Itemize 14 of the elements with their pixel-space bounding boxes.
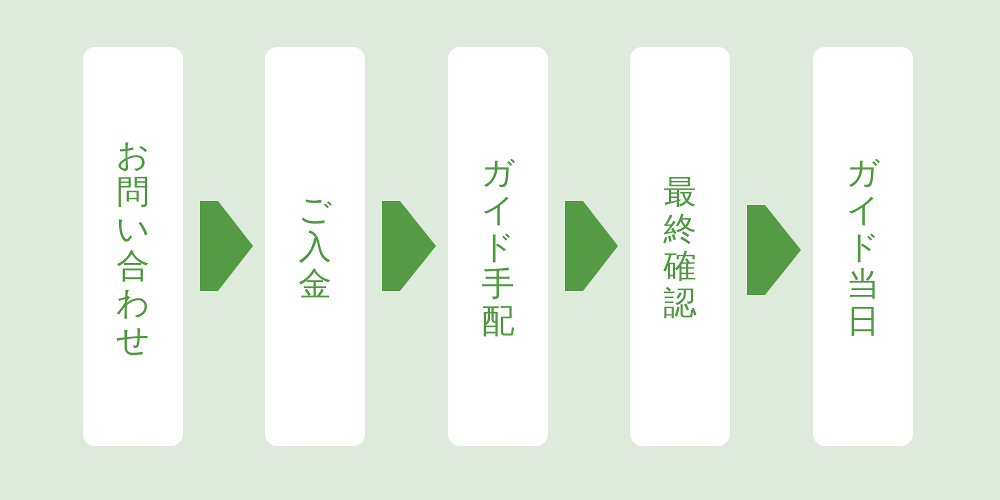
step-label: ガイド当日 — [845, 154, 881, 339]
step-box — [265, 47, 365, 446]
step-box — [83, 47, 183, 446]
arrow — [565, 201, 618, 291]
step-label: ご入金 — [297, 191, 333, 302]
step-box — [813, 47, 913, 446]
step-label: 最終確認 — [662, 172, 698, 320]
step-box — [448, 47, 548, 446]
arrow — [747, 205, 801, 295]
step-box — [630, 47, 730, 446]
arrow — [200, 201, 253, 291]
step-label: ガイド手配 — [480, 154, 516, 339]
arrow — [382, 201, 436, 291]
step-label: お問い合わせ — [115, 136, 151, 358]
